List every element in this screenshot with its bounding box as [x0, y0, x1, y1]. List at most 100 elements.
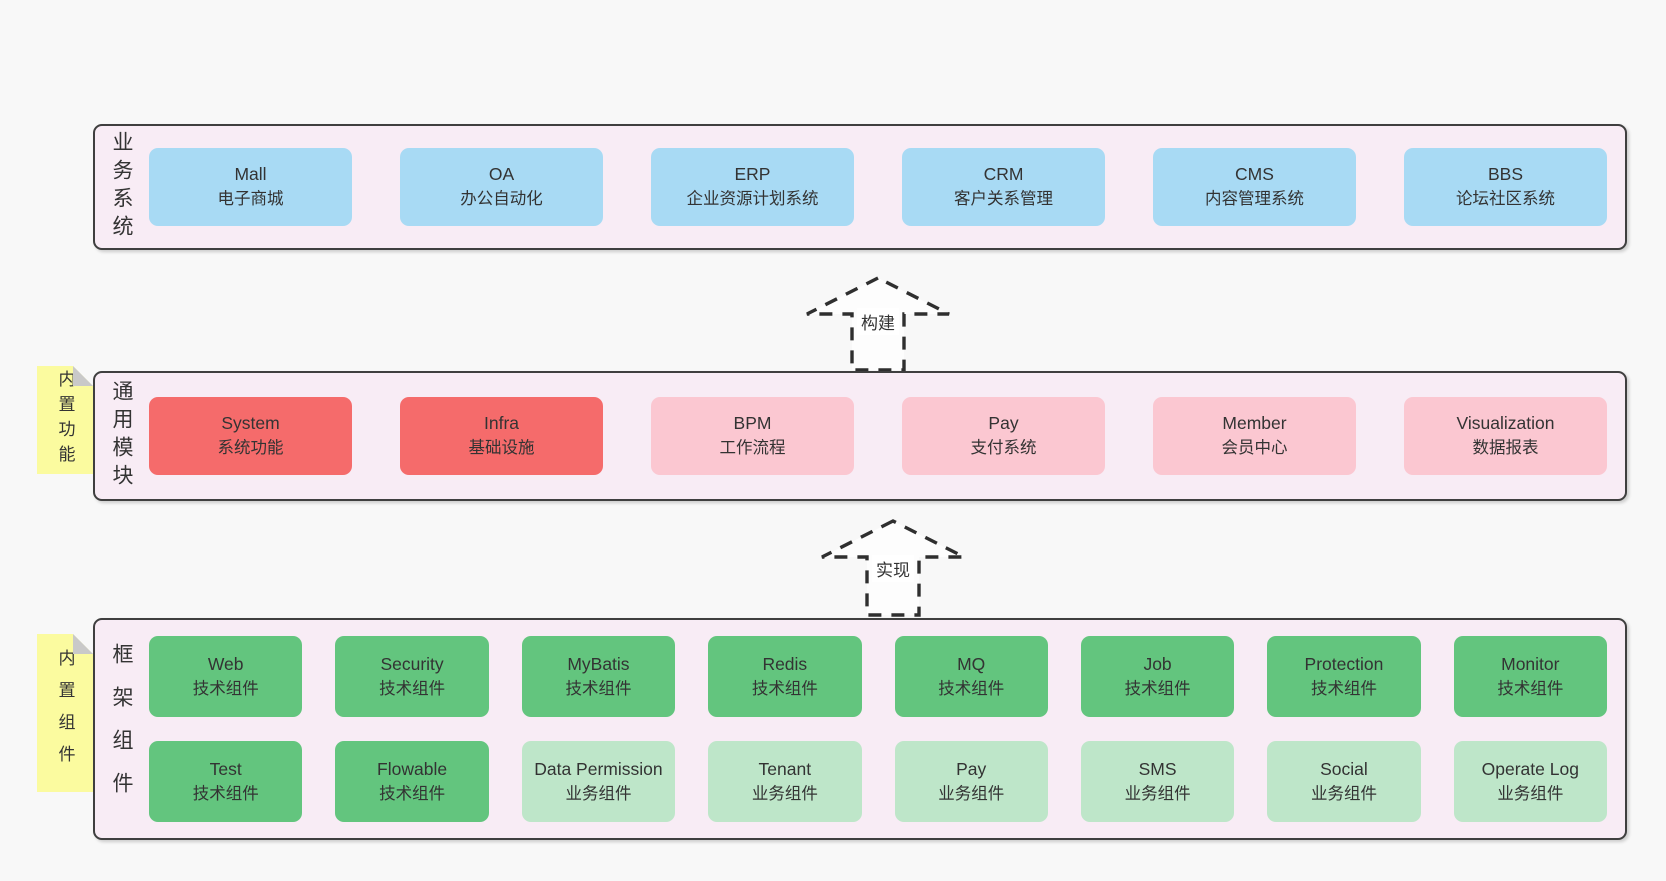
box-title: Test	[209, 758, 242, 779]
box-subtitle: 工作流程	[719, 439, 786, 457]
box-bbs: BBS 论坛社区系统	[1404, 148, 1607, 226]
box-title: Social	[1320, 758, 1368, 779]
arrow-up-implement: 实现	[818, 518, 968, 618]
layer-label: 通用模块	[110, 380, 133, 492]
box-title: Member	[1222, 413, 1287, 433]
box-title: Pay	[956, 758, 987, 779]
box-test: Test 技术组件	[149, 741, 303, 822]
box-tenant: Tenant 业务组件	[708, 741, 862, 822]
box-subtitle: 系统功能	[217, 439, 284, 457]
box-title: Web	[207, 653, 244, 674]
box-oa: OA 办公自动化	[400, 148, 603, 226]
folded-corner-icon	[73, 634, 93, 654]
box-title: CMS	[1235, 164, 1274, 184]
box-subtitle: 基础设施	[468, 439, 535, 457]
box-title: Infra	[483, 413, 520, 433]
box-subtitle: 企业资源计划系统	[686, 190, 819, 208]
box-system: System 系统功能	[149, 397, 352, 475]
box-monitor: Monitor 技术组件	[1453, 636, 1607, 717]
box-subtitle: 技术组件	[565, 679, 632, 698]
box-title: Operate Log	[1481, 758, 1579, 779]
box-subtitle: 内容管理系统	[1205, 190, 1304, 208]
box-job: Job 技术组件	[1080, 636, 1235, 717]
box-member: Member 会员中心	[1153, 397, 1356, 475]
box-social: Social 业务组件	[1267, 741, 1421, 822]
sticky-note-builtin-features: 内置功能	[37, 366, 93, 474]
box-title: Flowable	[377, 758, 448, 779]
box-title: BBS	[1487, 164, 1524, 184]
box-subtitle: 技术组件	[379, 679, 446, 698]
box-subtitle: 技术组件	[192, 679, 259, 698]
box-title: Security	[380, 653, 444, 674]
box-title: OA	[488, 164, 515, 184]
box-visualization: Visualization 数据报表	[1404, 397, 1607, 475]
common-modules-row: System 系统功能 Infra 基础设施 BPM 工作流程 Pay 支付系统…	[149, 397, 1607, 475]
arrow-up-build: 构建	[803, 275, 953, 373]
box-subtitle: 电子商城	[217, 190, 284, 208]
box-web: Web 技术组件	[149, 636, 303, 717]
box-subtitle: 会员中心	[1221, 439, 1288, 457]
box-mybatis: MyBatis 技术组件	[521, 636, 676, 717]
box-title: MyBatis	[567, 653, 630, 674]
box-sms: SMS 业务组件	[1080, 741, 1235, 822]
box-subtitle: 业务组件	[1310, 784, 1377, 803]
box-subtitle: 业务组件	[1124, 784, 1191, 803]
box-infra: Infra 基础设施	[400, 397, 603, 475]
box-security: Security 技术组件	[335, 636, 489, 717]
box-mall: Mall 电子商城	[149, 148, 352, 226]
folded-corner-icon	[73, 366, 93, 386]
box-subtitle: 技术组件	[192, 784, 259, 803]
box-title: ERP	[734, 164, 771, 184]
box-subtitle: 业务组件	[1497, 784, 1564, 803]
arrow-label: 实现	[872, 555, 914, 582]
box-subtitle: 业务组件	[938, 784, 1005, 803]
box-flowable: Flowable 技术组件	[335, 741, 489, 822]
box-subtitle: 业务组件	[565, 784, 632, 803]
sticky-note-text: 内置功能	[55, 370, 75, 470]
layer-business-systems: 业务系统 Mall 电子商城 OA 办公自动化 ERP 企业资源计划系统 CRM…	[93, 124, 1627, 250]
box-subtitle: 技术组件	[1497, 679, 1564, 698]
box-title: MQ	[957, 653, 986, 674]
box-mq: MQ 技术组件	[894, 636, 1048, 717]
box-title: System	[221, 413, 280, 433]
box-redis: Redis 技术组件	[708, 636, 862, 717]
box-title: Data Permission	[534, 758, 663, 779]
tech-components-row: Web 技术组件 Security 技术组件 MyBatis 技术组件 Redi…	[149, 636, 1607, 717]
biz-components-row: Test 技术组件 Flowable 技术组件 Data Permission …	[149, 741, 1607, 822]
box-pay: Pay 支付系统	[902, 397, 1105, 475]
box-subtitle: 技术组件	[1124, 679, 1191, 698]
box-title: Tenant	[758, 758, 812, 779]
box-title: Monitor	[1501, 653, 1560, 674]
box-title: Visualization	[1456, 413, 1555, 433]
box-subtitle: 办公自动化	[460, 190, 543, 208]
box-subtitle: 业务组件	[751, 784, 818, 803]
box-subtitle: 客户关系管理	[954, 190, 1053, 208]
box-subtitle: 数据报表	[1472, 439, 1539, 457]
layer-label: 业务系统	[110, 131, 133, 243]
layer-common-modules: 通用模块 System 系统功能 Infra 基础设施 BPM 工作流程 Pay…	[93, 371, 1627, 501]
box-subtitle: 技术组件	[751, 679, 818, 698]
box-subtitle: 技术组件	[379, 784, 446, 803]
box-cms: CMS 内容管理系统	[1153, 148, 1356, 226]
box-bpm: BPM 工作流程	[651, 397, 854, 475]
box-title: SMS	[1138, 758, 1177, 779]
box-subtitle: 技术组件	[938, 679, 1005, 698]
box-operate-log: Operate Log 业务组件	[1453, 741, 1607, 822]
sticky-note-builtin-components: 内置组件	[37, 634, 93, 792]
sticky-note-text: 内置组件	[55, 649, 75, 777]
box-subtitle: 支付系统	[970, 439, 1037, 457]
box-pay-biz: Pay 业务组件	[894, 741, 1048, 822]
box-title: Pay	[988, 413, 1019, 433]
box-title: Protection	[1304, 653, 1384, 674]
box-erp: ERP 企业资源计划系统	[651, 148, 854, 226]
box-title: CRM	[983, 164, 1024, 184]
box-crm: CRM 客户关系管理	[902, 148, 1105, 226]
arrow-label: 构建	[857, 308, 899, 335]
box-title: BPM	[733, 413, 772, 433]
layer-label: 框架组件	[110, 643, 133, 815]
box-subtitle: 技术组件	[1310, 679, 1377, 698]
box-title: Redis	[762, 653, 808, 674]
box-subtitle: 论坛社区系统	[1456, 190, 1555, 208]
business-systems-row: Mall 电子商城 OA 办公自动化 ERP 企业资源计划系统 CRM 客户关系…	[149, 148, 1607, 226]
box-data-permission: Data Permission 业务组件	[521, 741, 676, 822]
